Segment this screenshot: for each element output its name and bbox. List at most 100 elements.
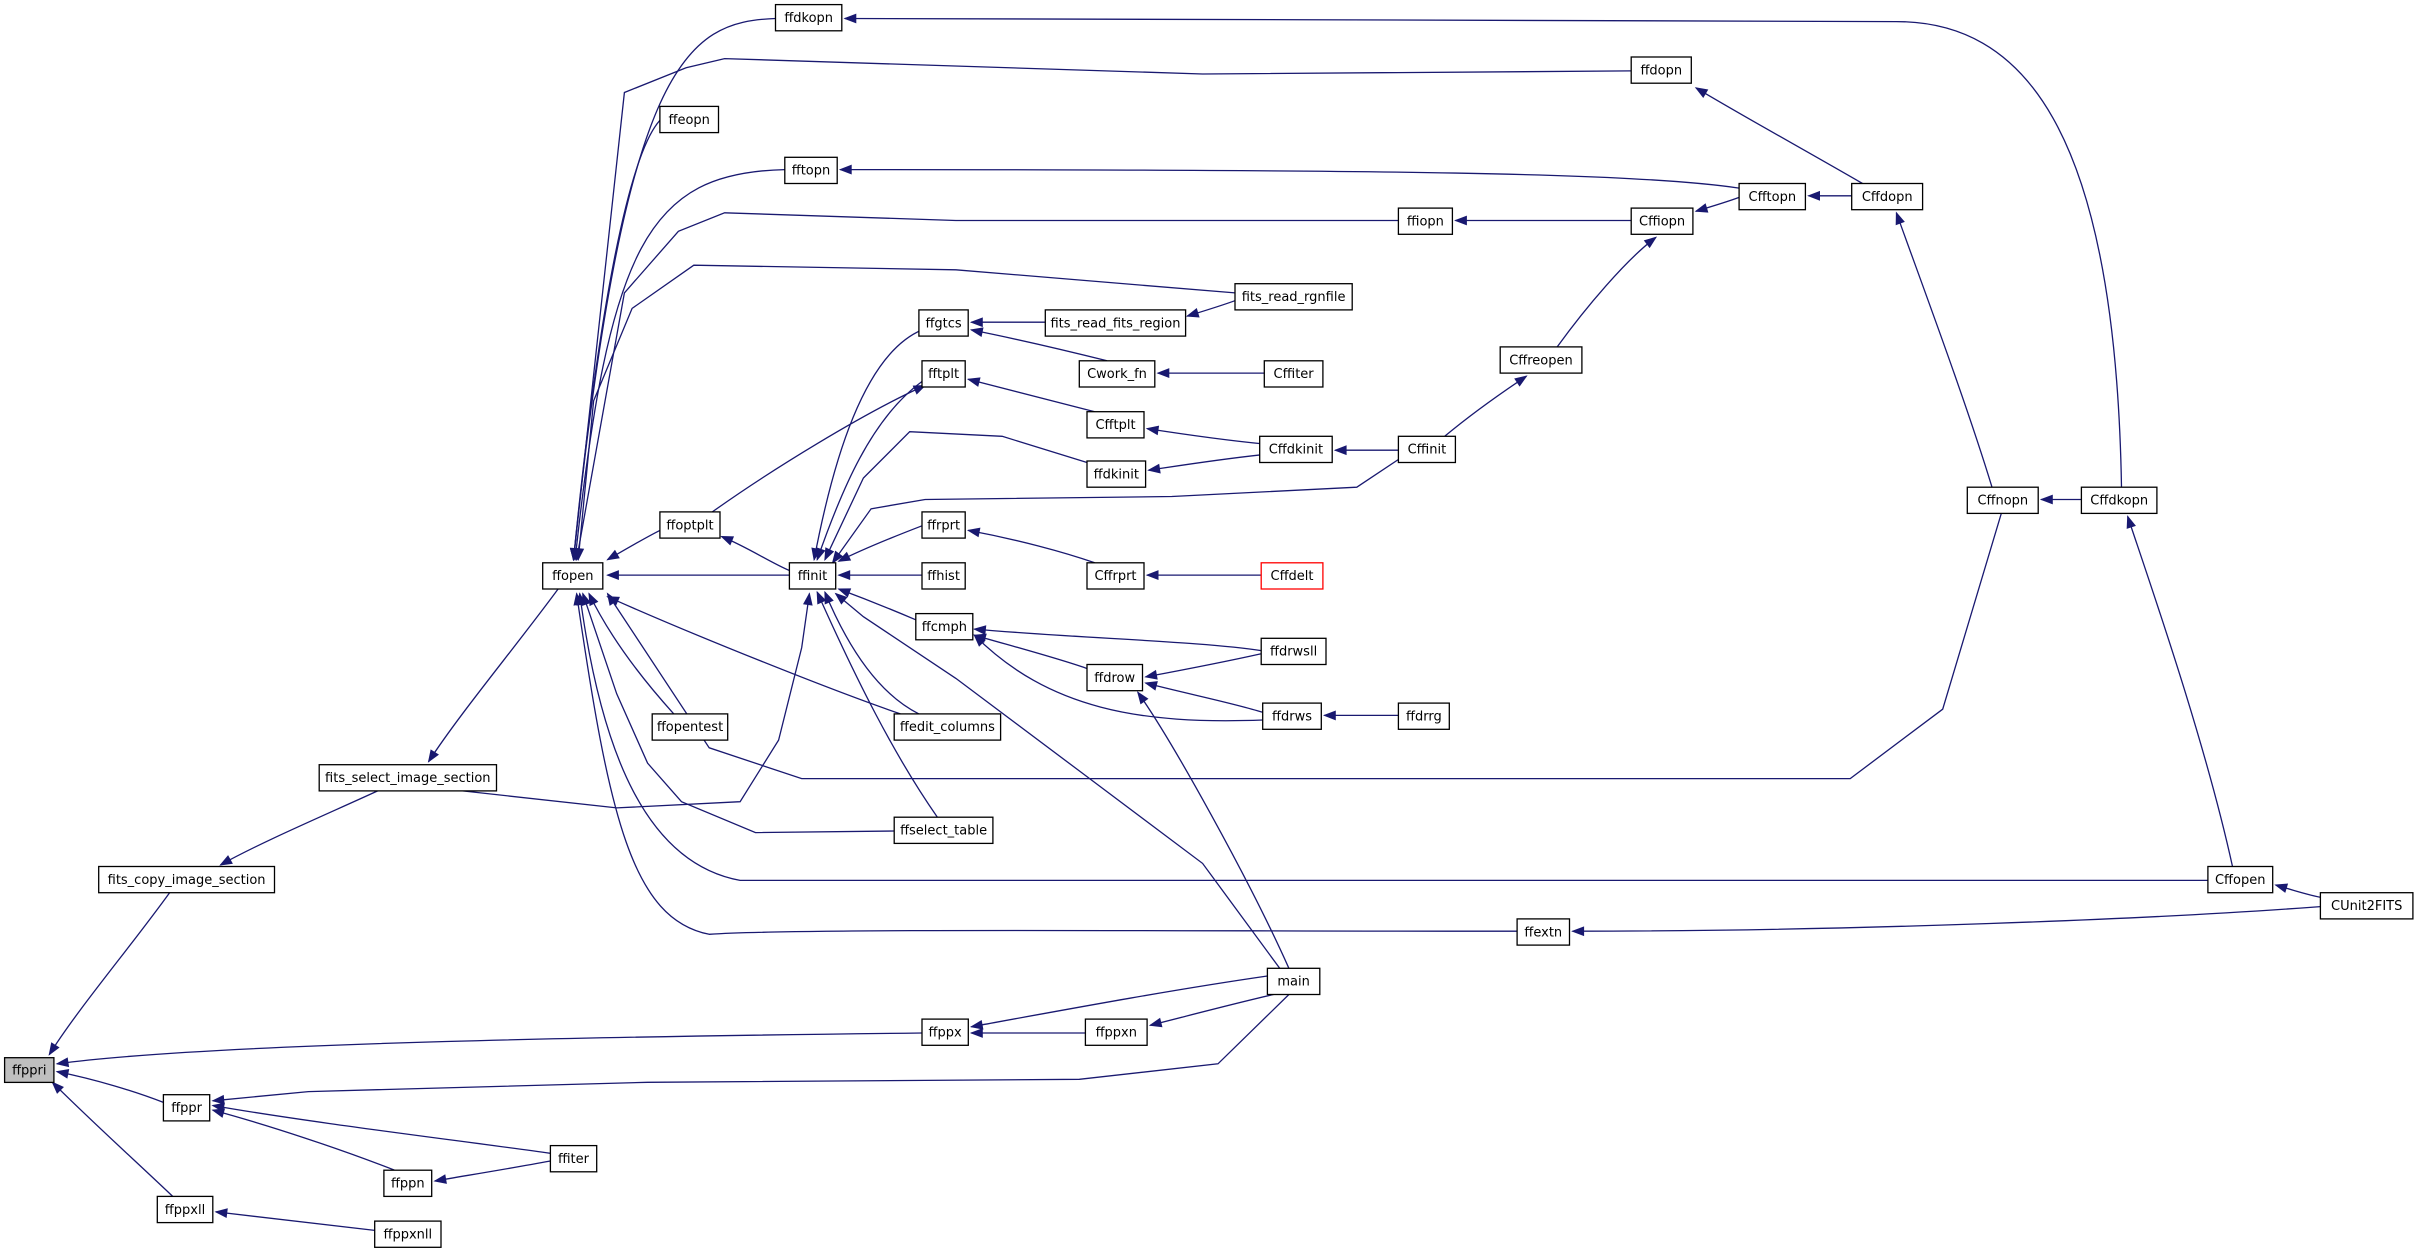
- node-box[interactable]: [921, 562, 966, 590]
- node-Cffnopn[interactable]: Cffnopn: [1966, 486, 2039, 515]
- node-box[interactable]: [921, 511, 966, 539]
- node-ffinit[interactable]: ffinit: [788, 562, 837, 590]
- node-box[interactable]: [774, 3, 843, 32]
- node-Cffdopn[interactable]: Cffdopn: [1851, 182, 1924, 211]
- node-box[interactable]: [893, 713, 1002, 741]
- node-box[interactable]: [918, 309, 969, 337]
- node-ffdrws[interactable]: ffdrws: [1262, 702, 1322, 730]
- node-CUnit2FITS[interactable]: CUnit2FITS: [2319, 892, 2414, 920]
- node-Cffopen[interactable]: Cffopen: [2207, 865, 2274, 894]
- node-ffextn[interactable]: ffextn: [1516, 918, 1571, 946]
- node-ffdkopn[interactable]: ffdkopn: [774, 3, 843, 32]
- node-box[interactable]: [1630, 207, 1694, 235]
- node-ffdkinit[interactable]: ffdkinit: [1086, 460, 1147, 488]
- node-box[interactable]: [1086, 663, 1144, 692]
- node-box[interactable]: [659, 105, 720, 134]
- node-Cffdkinit[interactable]: Cffdkinit: [1259, 435, 1333, 464]
- node-box[interactable]: [921, 1018, 969, 1046]
- node-Cffinit[interactable]: Cffinit: [1397, 435, 1457, 464]
- node-box[interactable]: [1966, 486, 2039, 515]
- node-box[interactable]: [1397, 207, 1454, 235]
- node-Cwork_fn[interactable]: Cwork_fn: [1078, 360, 1156, 388]
- node-ffppn[interactable]: ffppn: [383, 1169, 433, 1198]
- node-box[interactable]: [651, 713, 729, 741]
- node-box[interactable]: [1263, 360, 1324, 388]
- node-box[interactable]: [1397, 702, 1450, 730]
- node-ffrprt[interactable]: ffrprt: [921, 511, 966, 539]
- node-ffdrow[interactable]: ffdrow: [1086, 663, 1144, 692]
- node-fftopn[interactable]: fftopn: [784, 156, 838, 185]
- node-fits_read_rgnfile[interactable]: fits_read_rgnfile: [1234, 283, 1353, 311]
- node-box[interactable]: [98, 865, 276, 894]
- node-box[interactable]: [1266, 967, 1321, 996]
- node-ffiter[interactable]: ffiter: [549, 1144, 598, 1173]
- node-box[interactable]: [921, 360, 966, 388]
- node-box[interactable]: [1499, 346, 1583, 374]
- node-box[interactable]: [893, 816, 994, 845]
- node-box[interactable]: [1262, 702, 1322, 730]
- node-box[interactable]: [318, 764, 498, 792]
- node-Cffdelt[interactable]: Cffdelt: [1260, 562, 1324, 590]
- node-Cffreopen[interactable]: Cffreopen: [1499, 346, 1583, 374]
- node-Cfftopn[interactable]: Cfftopn: [1738, 182, 1807, 211]
- node-box[interactable]: [659, 511, 721, 539]
- node-ffedit_columns[interactable]: ffedit_columns: [893, 713, 1002, 741]
- node-box[interactable]: [1086, 562, 1145, 590]
- node-box[interactable]: [2319, 892, 2414, 920]
- node-ffppri[interactable]: ffppri: [3, 1057, 55, 1084]
- node-box[interactable]: [1044, 309, 1187, 337]
- node-box[interactable]: [1259, 435, 1333, 464]
- node-ffopentest[interactable]: ffopentest: [651, 713, 729, 741]
- node-ffppxnll[interactable]: ffppxnll: [374, 1220, 442, 1248]
- node-box[interactable]: [1397, 435, 1457, 464]
- node-ffdopn[interactable]: ffdopn: [1630, 56, 1692, 84]
- node-ffoptplt[interactable]: ffoptplt: [659, 511, 721, 539]
- node-box[interactable]: [1630, 56, 1692, 84]
- node-box[interactable]: [784, 156, 838, 185]
- node-ffselect_table[interactable]: ffselect_table: [893, 816, 994, 845]
- node-box[interactable]: [1260, 562, 1324, 590]
- node-fits_select_image_section[interactable]: fits_select_image_section: [318, 764, 498, 792]
- node-ffeopn[interactable]: ffeopn: [659, 105, 720, 134]
- node-box[interactable]: [1086, 460, 1147, 488]
- node-box[interactable]: [383, 1169, 433, 1198]
- node-box[interactable]: [162, 1094, 211, 1122]
- node-Cffdkopn[interactable]: Cffdkopn: [2080, 486, 2158, 515]
- node-ffgtcs[interactable]: ffgtcs: [918, 309, 969, 337]
- node-Cffrprt[interactable]: Cffrprt: [1086, 562, 1145, 590]
- node-box[interactable]: [1078, 360, 1156, 388]
- node-box[interactable]: [374, 1220, 442, 1248]
- node-box[interactable]: [156, 1195, 214, 1224]
- node-ffppxn[interactable]: ffppxn: [1084, 1018, 1148, 1046]
- node-box[interactable]: [788, 562, 837, 590]
- node-box[interactable]: [1234, 283, 1353, 311]
- node-box[interactable]: [1738, 182, 1807, 211]
- node-ffppxll[interactable]: ffppxll: [156, 1195, 214, 1224]
- node-fits_copy_image_section[interactable]: fits_copy_image_section: [98, 865, 276, 894]
- node-ffcmph[interactable]: ffcmph: [915, 612, 974, 641]
- node-box[interactable]: [1851, 182, 1924, 211]
- node-ffppr[interactable]: ffppr: [162, 1094, 211, 1122]
- node-Cfftplt[interactable]: Cfftplt: [1086, 411, 1145, 439]
- node-box[interactable]: [2080, 486, 2158, 515]
- node-ffhist[interactable]: ffhist: [921, 562, 966, 590]
- node-ffdrrg[interactable]: ffdrrg: [1397, 702, 1450, 730]
- node-box[interactable]: [1084, 1018, 1148, 1046]
- node-fits_read_fits_region[interactable]: fits_read_fits_region: [1044, 309, 1187, 337]
- node-Cffiopn[interactable]: Cffiopn: [1630, 207, 1694, 235]
- node-main[interactable]: main: [1266, 967, 1321, 996]
- node-ffopen[interactable]: ffopen: [542, 562, 604, 590]
- node-fftplt[interactable]: fftplt: [921, 360, 966, 388]
- node-box[interactable]: [549, 1144, 598, 1173]
- node-box[interactable]: [1260, 637, 1327, 666]
- node-ffppx[interactable]: ffppx: [921, 1018, 969, 1046]
- node-box[interactable]: [915, 612, 974, 641]
- node-box[interactable]: [1086, 411, 1145, 439]
- node-ffdrwsll[interactable]: ffdrwsll: [1260, 637, 1327, 666]
- node-box[interactable]: [1516, 918, 1571, 946]
- node-box[interactable]: [2207, 865, 2274, 894]
- node-box[interactable]: [542, 562, 604, 590]
- node-ffiopn[interactable]: ffiopn: [1397, 207, 1454, 235]
- node-box[interactable]: [3, 1057, 55, 1084]
- node-Cffiter[interactable]: Cffiter: [1263, 360, 1324, 388]
